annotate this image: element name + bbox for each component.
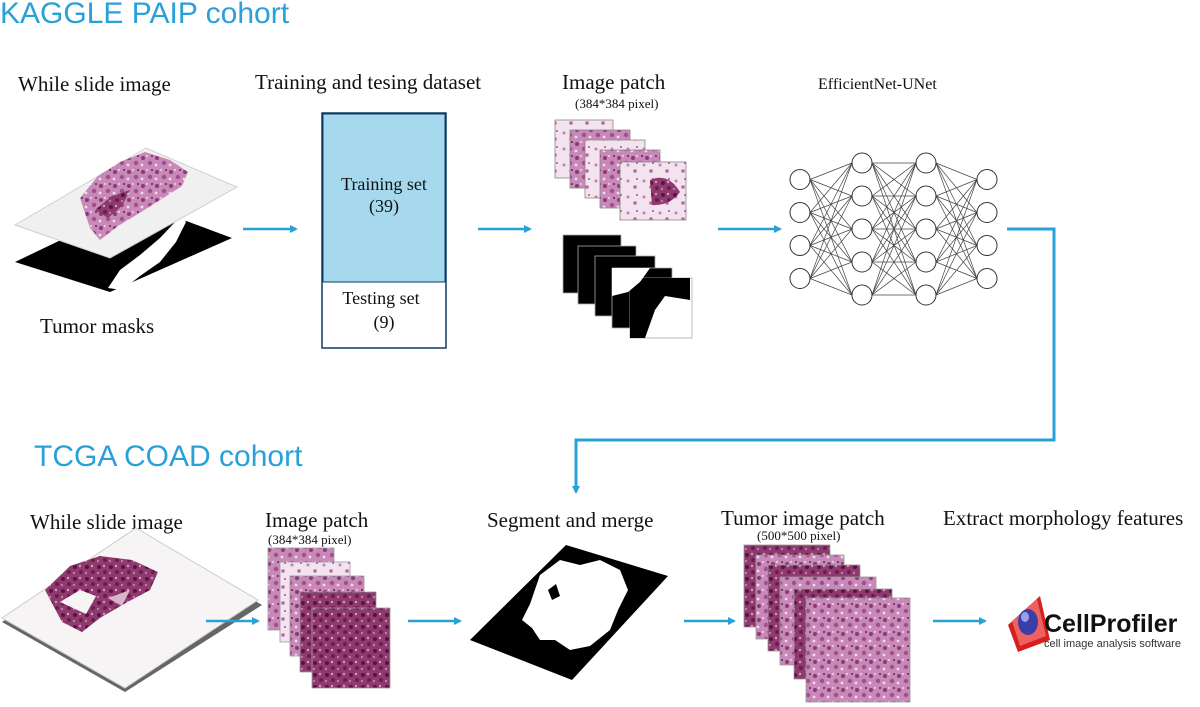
network-node [915,284,937,306]
network-edge [809,162,853,279]
network-node [851,185,873,207]
bottom-patch-size: (384*384 pixel) [268,532,352,547]
testing-set-count: (9) [373,312,395,332]
arrow-network-to-segment [572,227,1056,494]
cellprofiler-subtitle: cell image analysis software [1044,638,1181,650]
network-edge [871,261,917,296]
network-edge [871,162,917,230]
network-node [915,218,937,240]
network-node [851,218,873,240]
network-edge [935,212,978,296]
efficientnet-unet-graphic [789,152,998,306]
network-edge [809,162,853,180]
extract-label: Extract morphology features [943,506,1184,530]
tumor-masks-label: Tumor masks [40,314,155,338]
segment-merge-graphic [470,545,668,680]
bottom-patch-label: Image patch [265,508,369,532]
network-edge [935,179,978,296]
segment-label: Segment and merge [487,508,654,532]
tumor-patch-label: Tumor image patch [721,506,885,530]
top-patch-label: Image patch [562,70,666,94]
tcga-cohort-title: TCGA COAD cohort [34,440,303,473]
network-edge [935,278,978,296]
network-edge [871,162,917,296]
top-mask-stack [562,234,693,339]
dataset-box [321,112,447,349]
top-wsi-graphic [13,147,239,292]
kaggle-cohort-title: KAGGLE PAIP cohort [0,0,290,30]
network-node [976,169,998,190]
network-edge [809,278,853,296]
top-patch-stack [554,119,687,221]
network-node [851,152,873,174]
cellprofiler-logo-icon [1008,596,1050,652]
network-node [976,202,998,223]
tumor-patch-stack [743,544,911,703]
network-edge [935,179,978,197]
network-node [915,185,937,207]
network-edge [809,195,853,279]
network-node [851,251,873,273]
network-edge [935,179,978,263]
cellprofiler-name: CellProfiler [1044,610,1178,638]
network-node [976,268,998,289]
network-node [789,202,811,223]
network-edge [809,261,853,279]
network-edge [935,245,978,296]
network-edge [809,162,853,246]
dataset-label: Training and tesing dataset [255,70,482,94]
network-edge [935,162,978,180]
network-label: EfficientNet-UNet [818,76,937,93]
network-node [789,268,811,289]
bottom-patch-stack [267,547,391,689]
top-arrows [243,225,1056,494]
training-set-label: Training set [341,174,427,194]
network-node [789,169,811,190]
tumor-patch-size: (500*500 pixel) [757,528,841,543]
testing-set-label: Testing set [342,288,420,308]
network-edge [871,228,917,296]
network-node [915,251,937,273]
top-wsi-label: While slide image [18,72,171,96]
bottom-wsi-label: While slide image [30,510,183,534]
training-set-count: (39) [369,196,399,216]
network-edge [809,228,853,279]
bottom-wsi-graphic [1,527,262,692]
top-patch-size: (384*384 pixel) [575,96,659,111]
network-edge [871,162,917,197]
network-edge [935,179,978,230]
network-edge [809,162,853,213]
network-edge [871,195,917,296]
network-node [789,235,811,256]
network-edge [871,162,917,263]
network-node [915,152,937,174]
network-node [851,284,873,306]
network-node [976,235,998,256]
